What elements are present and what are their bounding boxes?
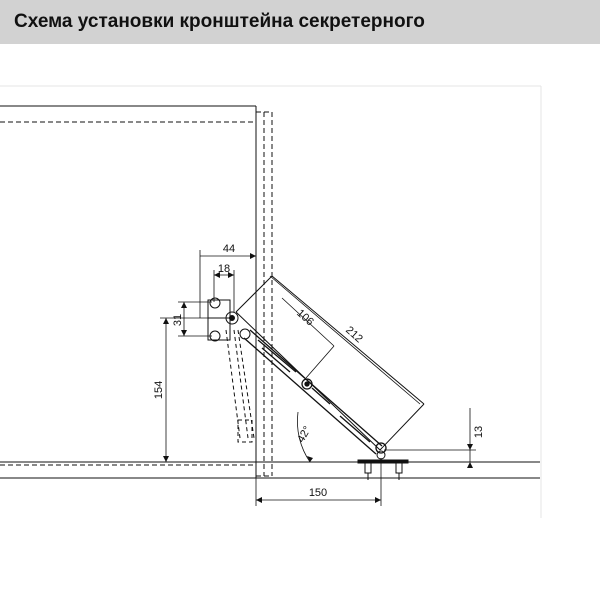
drawing-frame bbox=[0, 85, 542, 518]
flap-hidden-outline bbox=[0, 111, 273, 477]
dimension-arrows bbox=[163, 253, 473, 503]
folded-arm-hidden bbox=[225, 329, 255, 443]
dim-18-label: 18 bbox=[218, 263, 230, 275]
dim-44-label: 44 bbox=[223, 243, 235, 255]
page-title: Схема установки кронштейна секретерного bbox=[14, 11, 425, 32]
title-bar: Схема установки кронштейна секретерного bbox=[0, 0, 600, 44]
dimension-lines bbox=[160, 250, 476, 506]
cabinet-body bbox=[0, 105, 540, 479]
dim-154-label: 154 bbox=[153, 381, 165, 399]
floor-anchor bbox=[357, 450, 409, 480]
dim-212-label: 212 bbox=[343, 324, 365, 345]
dim-150-label: 150 bbox=[309, 487, 327, 499]
dim-31-label: 31 bbox=[172, 314, 184, 326]
support-arm bbox=[243, 329, 387, 455]
dim-13-label: 13 bbox=[473, 426, 485, 438]
